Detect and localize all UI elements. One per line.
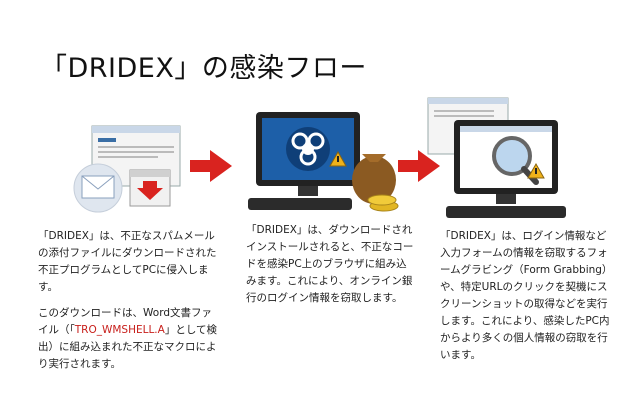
step1-description: 「DRIDEX」は、不正なスパムメールの添付ファイルにダウンロードされた不正プロ… [38, 228, 218, 382]
envelope-icon [73, 163, 123, 213]
page-title: 「DRIDEX」の感染フロー [40, 53, 367, 84]
magnifier-icon [492, 136, 539, 185]
step2-description: 「DRIDEX」は、ダウンロードされインストールされると、不正なコードを感染PC… [246, 222, 416, 316]
download-icon [129, 169, 171, 207]
step3-text: 「DRIDEX」は、ログイン情報など入力フォームの情報を窃取するフォームグラビン… [440, 230, 610, 361]
step3-description: 「DRIDEX」は、ログイン情報など入力フォームの情報を窃取するフォームグラビン… [440, 228, 612, 373]
biohazard-icon [286, 127, 330, 171]
warning-icon [527, 162, 545, 179]
info-theft-pc-illustration [427, 97, 566, 218]
detection-name: TRO_WMSHELL.A [74, 324, 165, 336]
step1-macro-note: このダウンロードは、Word文書ファイル（「TRO_WMSHELL.A」として検… [38, 307, 218, 370]
step1-intro: 「DRIDEX」は、不正なスパムメールの添付ファイルにダウンロードされた不正プロ… [38, 230, 217, 293]
infected-pc-illustration [248, 112, 399, 212]
money-bag-icon [352, 154, 396, 204]
email-download-illustration [73, 125, 181, 213]
step2-text: 「DRIDEX」は、ダウンロードされインストールされると、不正なコードを感染PC… [246, 224, 414, 304]
coins-icon [367, 194, 399, 212]
warning-icon [329, 150, 347, 167]
arrow-right-icon [398, 150, 440, 182]
arrow-right-icon [190, 150, 232, 182]
